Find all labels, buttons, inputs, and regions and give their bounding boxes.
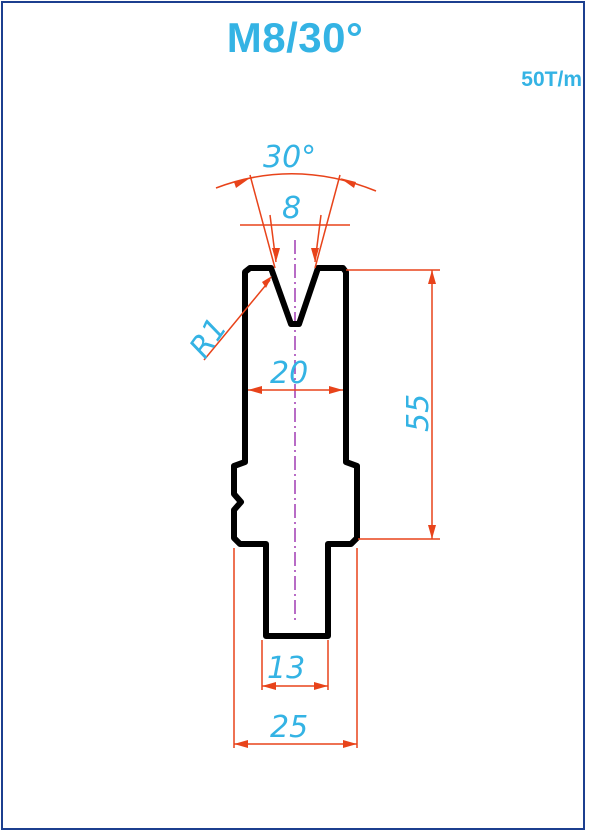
tang-width-label: 13 xyxy=(267,651,305,686)
dimension-lines xyxy=(203,172,440,748)
body-width-label: 20 xyxy=(270,356,308,391)
dimension-arrows xyxy=(234,178,436,748)
height-label: 55 xyxy=(401,394,436,432)
angle-label: 30° xyxy=(263,140,316,175)
v-opening-label: 8 xyxy=(282,191,301,226)
die-profile xyxy=(231,265,360,639)
base-width-label: 25 xyxy=(270,710,308,745)
radius-label: R1 xyxy=(183,312,235,365)
drawing-title: M8/30° xyxy=(226,14,364,61)
capacity-label: 50T/m xyxy=(521,68,582,91)
